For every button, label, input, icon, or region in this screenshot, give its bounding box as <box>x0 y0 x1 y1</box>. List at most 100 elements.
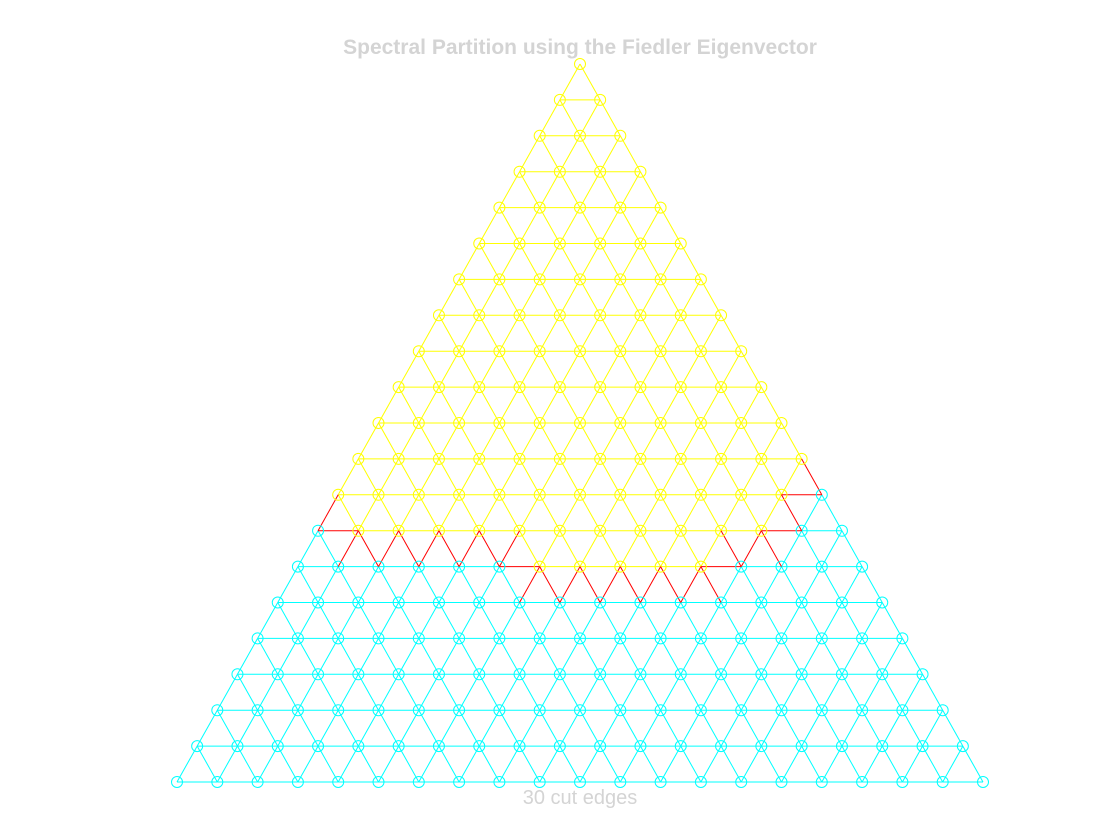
cut-edge <box>498 530 520 567</box>
edge-part-b <box>821 745 843 783</box>
edge-part-a <box>398 458 420 496</box>
edge-part-a <box>680 386 702 424</box>
edge-part-a <box>519 243 541 280</box>
edge-part-b <box>881 709 903 747</box>
node-part-b <box>392 668 405 681</box>
edge-part-a <box>599 494 621 531</box>
edge-part-a <box>519 350 541 388</box>
node-part-b <box>876 668 889 681</box>
edge-part-a <box>418 386 440 424</box>
node-part-a <box>493 488 506 501</box>
node-part-b <box>715 668 728 681</box>
edge-part-b <box>398 709 420 747</box>
node-part-b <box>533 776 546 788</box>
edge-part-a <box>519 135 541 172</box>
edge-part-b <box>357 674 379 711</box>
edge-part-a <box>559 99 581 137</box>
node-part-b <box>412 776 425 788</box>
node-part-b <box>432 740 445 753</box>
node-part-b <box>412 704 425 717</box>
edge-part-a <box>619 279 641 316</box>
edge-part-a <box>660 315 682 352</box>
node-part-a <box>795 452 808 465</box>
edge-part-b <box>539 745 561 783</box>
edge-part-a <box>519 458 541 496</box>
node-part-a <box>755 452 768 465</box>
node-part-a <box>614 345 627 358</box>
node-part-b <box>211 776 224 788</box>
edge-part-b <box>760 638 782 675</box>
edge-part-a <box>619 386 641 424</box>
edge-part-b <box>398 602 420 639</box>
node-part-a <box>372 417 385 429</box>
edge-part-b <box>418 602 440 639</box>
node-part-a <box>594 165 607 178</box>
edge-part-a <box>458 279 480 316</box>
edge-part-b <box>760 709 782 747</box>
node-part-b <box>453 776 466 788</box>
node-part-b <box>694 704 707 717</box>
edge-part-a <box>579 350 601 388</box>
node-part-b <box>775 632 788 645</box>
node-part-a <box>352 452 365 465</box>
edge-part-b <box>277 638 299 675</box>
node-part-b <box>634 740 647 753</box>
edge-part-a <box>599 207 621 244</box>
edge-part-b <box>297 602 319 639</box>
node-part-b <box>191 740 204 753</box>
edge-part-a <box>619 135 641 172</box>
edge-part-b <box>317 530 339 567</box>
node-part-a <box>533 129 546 142</box>
edge-part-b <box>821 638 843 675</box>
node-part-a <box>453 273 466 286</box>
edge-part-a <box>519 530 541 567</box>
node-part-b <box>453 560 466 573</box>
edge-part-a <box>539 243 561 280</box>
node-part-b <box>755 596 768 609</box>
edge-part-b <box>760 602 782 639</box>
edge-part-b <box>297 566 319 603</box>
node-part-a <box>392 524 405 537</box>
edge-part-b <box>599 745 621 783</box>
node-part-a <box>332 488 345 501</box>
edge-part-b <box>821 566 843 603</box>
edge-part-b <box>317 602 339 639</box>
cut-edge <box>619 566 641 603</box>
edge-part-a <box>579 386 601 424</box>
node-part-a <box>715 524 728 537</box>
cut-edge <box>700 566 722 603</box>
edge-part-a <box>640 386 662 424</box>
edge-part-b <box>781 674 803 711</box>
node-part-b <box>715 740 728 753</box>
node-part-b <box>795 668 808 681</box>
node-part-b <box>291 632 304 645</box>
edge-part-b <box>801 566 823 603</box>
edge-part-a <box>680 315 702 352</box>
edge-part-a <box>579 494 601 531</box>
node-part-a <box>453 417 466 429</box>
edge-part-b <box>801 494 823 531</box>
edge-part-a <box>599 530 621 567</box>
cut-edge <box>801 458 823 496</box>
edge-part-b <box>519 674 541 711</box>
edge-part-a <box>438 422 460 460</box>
edge-part-b <box>760 745 782 783</box>
edge-part-b <box>720 709 742 747</box>
node-part-a <box>574 201 586 214</box>
edge-part-a <box>700 315 722 352</box>
edge-part-b <box>539 602 561 639</box>
edge-part-b <box>579 674 601 711</box>
edge-part-a <box>720 386 742 424</box>
edge-part-b <box>337 674 359 711</box>
edge-part-a <box>418 494 440 531</box>
edge-part-b <box>801 602 823 639</box>
node-part-a <box>513 524 526 537</box>
node-part-b <box>634 668 647 681</box>
edge-part-b <box>478 745 500 783</box>
node-part-a <box>594 452 607 465</box>
edge-part-a <box>539 207 561 244</box>
edge-part-b <box>237 638 259 675</box>
node-part-b <box>795 524 808 537</box>
cut-edge <box>378 530 400 567</box>
node-part-a <box>574 345 586 358</box>
